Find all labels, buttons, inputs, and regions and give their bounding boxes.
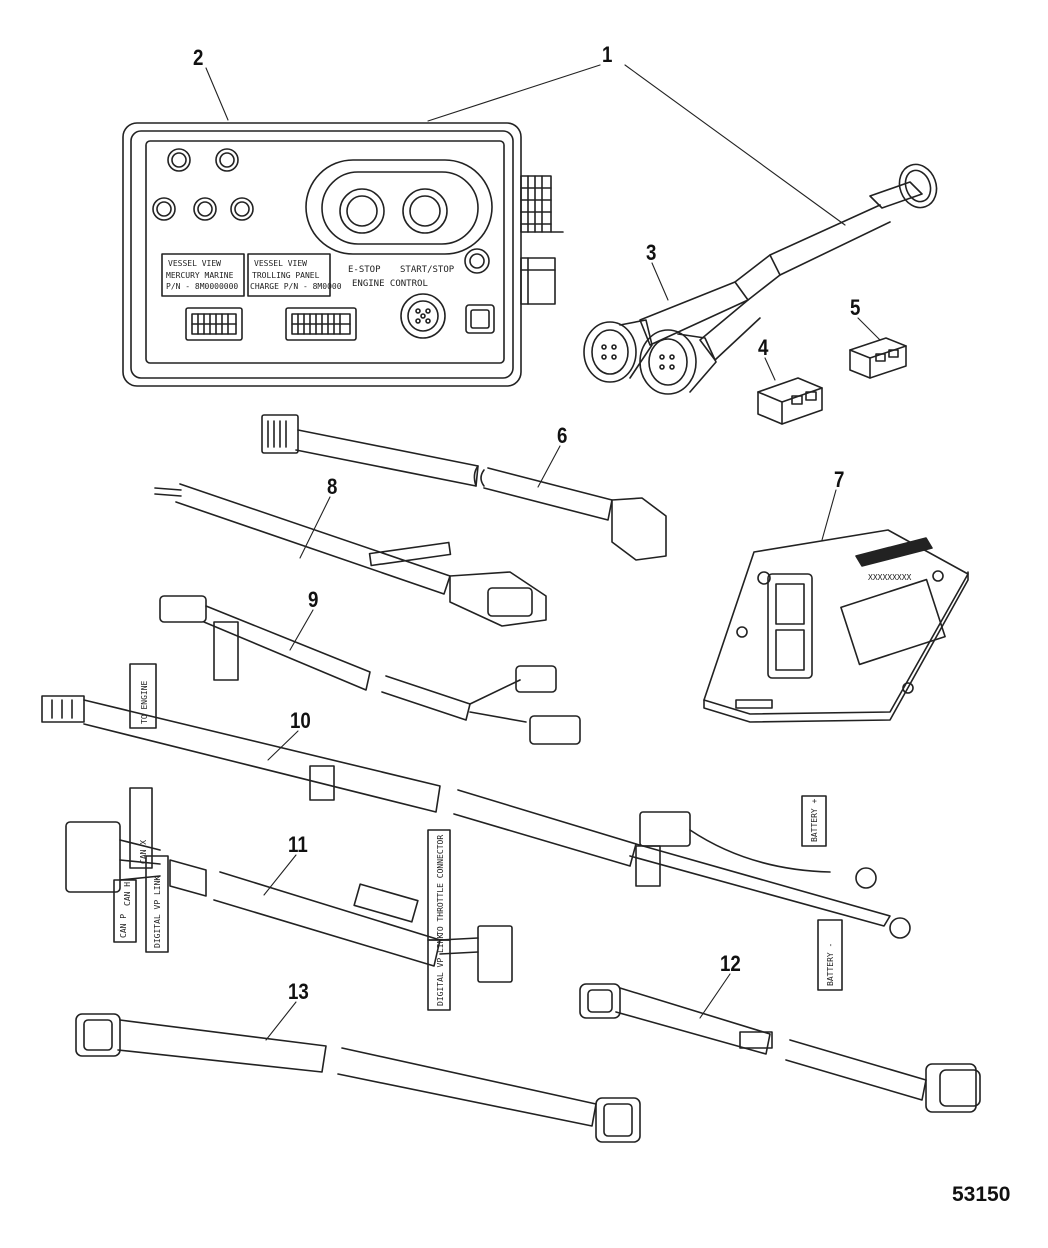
harness-item-13 <box>75 1013 641 1143</box>
box1-line3: P/N - 8M0000000 <box>166 282 238 291</box>
box2-line1: VESSEL VIEW <box>254 259 307 268</box>
cable-item-8 <box>154 483 547 627</box>
plug-item-4 <box>757 377 823 425</box>
callout-7: 7 <box>834 467 845 492</box>
harness-item-11 <box>65 787 513 1011</box>
tag-to-engine: TO ENGINE <box>140 680 149 724</box>
callout-1: 1 <box>602 42 613 67</box>
figure-id: 53150 <box>952 1183 1011 1206</box>
ecu-module-item-7 <box>703 529 969 723</box>
callout-6: 6 <box>557 423 568 448</box>
tag-vp-left: DIGITAL VP LINK <box>153 876 162 948</box>
callout-4: 4 <box>758 335 769 360</box>
callout-2: 2 <box>193 45 204 70</box>
estop-label: E-STOP <box>348 265 381 275</box>
callout-5: 5 <box>850 295 861 320</box>
harness-item-10 <box>41 663 911 991</box>
tag-can-h: CAN H <box>123 882 132 906</box>
box1-line1: VESSEL VIEW <box>168 259 221 268</box>
helm-control-panel <box>122 122 564 387</box>
tag-battery-pos: BATTERY + <box>810 798 819 842</box>
plug-item-5 <box>849 337 907 379</box>
box2-line3: CHARGE P/N - 8M0000 <box>250 282 342 291</box>
box1-line2: MERCURY MARINE <box>166 271 234 280</box>
harness-item-9 <box>159 595 581 745</box>
y-harness-item-1 <box>734 163 938 301</box>
callout-10: 10 <box>290 708 311 733</box>
callout-8: 8 <box>327 474 338 499</box>
leader-lines <box>205 64 881 1041</box>
tag-battery-neg: BATTERY - <box>826 943 835 986</box>
engine-control-label: ENGINE CONTROL <box>352 279 428 289</box>
tag-can-x: CAN X <box>139 840 148 864</box>
tag-can-p: CAN P <box>119 914 128 938</box>
tag-vp-right: DIGITAL VP LINK <box>436 934 445 1006</box>
split-connector-item-3 <box>583 281 761 395</box>
harness-item-12 <box>579 983 981 1113</box>
box2-line2: TROLLING PANEL <box>252 271 320 280</box>
startstop-label: START/STOP <box>400 265 455 275</box>
ecu-serial: XXXXXXXXX <box>868 573 912 582</box>
callout-3: 3 <box>646 240 657 265</box>
callout-13: 13 <box>288 979 309 1004</box>
callout-12: 12 <box>720 951 741 976</box>
tag-to-throttle: TO THROTTLE CONNECTOR <box>436 835 445 936</box>
callout-11: 11 <box>288 832 308 857</box>
cable-item-6 <box>261 414 667 561</box>
callout-9: 9 <box>308 587 319 612</box>
